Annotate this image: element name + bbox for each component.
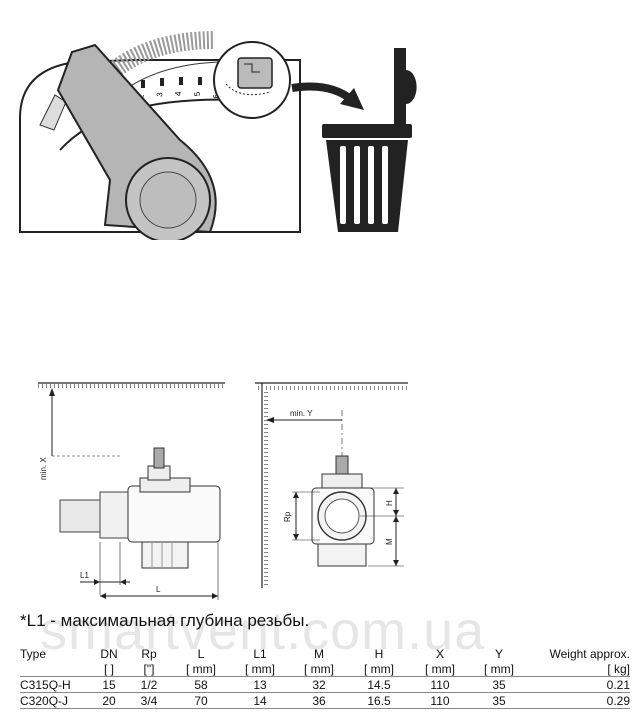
column-header: L1 bbox=[253, 646, 267, 661]
cell-h: 14.5 bbox=[348, 676, 410, 693]
thread-depth-note: *L1 - максимальная глубина резьбы. bbox=[20, 611, 310, 630]
cell-h: 16.5 bbox=[348, 692, 410, 709]
table-units-row: [ ] ["] [ mm] [ mm] [ mm] [ mm] [ mm] [ … bbox=[20, 661, 630, 677]
column-header: Weight approx. bbox=[549, 646, 631, 661]
cell-m: 36 bbox=[290, 692, 348, 709]
cell-weight: 0.21 bbox=[528, 676, 630, 693]
cell-x: 110 bbox=[410, 692, 470, 709]
dimensions-table: Type DN Rp L L1 M H X Y Weight approx. [… bbox=[20, 646, 630, 709]
trash-bin-icon bbox=[322, 48, 417, 232]
unit-cell: [ mm] bbox=[484, 661, 514, 676]
cell-y: 35 bbox=[470, 692, 528, 709]
cell-x: 110 bbox=[410, 676, 470, 693]
valve-body bbox=[127, 485, 221, 543]
table-row: C320Q-J 20 3/4 70 14 36 16.5 110 35 0.29 bbox=[20, 692, 630, 709]
cell-type: C320Q-J bbox=[20, 692, 92, 709]
installation-drawings: min. X L1 L min. Y bbox=[38, 382, 408, 600]
scale-digit: 4 bbox=[174, 91, 183, 96]
scale-digit: 6 bbox=[211, 93, 221, 99]
disposal-illustration: 1 2 3 4 5 6 bbox=[19, 31, 417, 240]
stem bbox=[153, 447, 165, 469]
side-view: min. X L1 L bbox=[38, 382, 225, 600]
cell-l1: 13 bbox=[230, 676, 290, 693]
unit-cell: ["] bbox=[143, 661, 155, 676]
unit-cell: [ mm] bbox=[186, 661, 216, 676]
column-header: H bbox=[374, 646, 384, 661]
front-view: min. Y Rp H M bbox=[255, 382, 408, 588]
dim-min-y: min. Y bbox=[290, 409, 313, 418]
cell-m: 32 bbox=[290, 676, 348, 693]
cell-weight: 0.29 bbox=[528, 692, 630, 709]
table-header-row: Type DN Rp L L1 M H X Y Weight approx. bbox=[20, 646, 630, 661]
column-header: Rp bbox=[141, 646, 157, 661]
cell-l: 58 bbox=[172, 676, 230, 693]
column-header: DN bbox=[100, 646, 118, 661]
cell-l1: 14 bbox=[230, 692, 290, 709]
cell-rp: 1/2 bbox=[126, 676, 172, 693]
unit-cell: [ ] bbox=[103, 661, 114, 676]
column-header: Y bbox=[494, 646, 503, 661]
cell-type: C315Q-H bbox=[20, 676, 92, 693]
cell-l: 70 bbox=[172, 692, 230, 709]
column-header: L bbox=[197, 646, 205, 661]
dim-h: H bbox=[385, 500, 394, 506]
cell-rp: 3/4 bbox=[126, 692, 172, 709]
cell-dn: 15 bbox=[92, 676, 126, 693]
cell-dn: 20 bbox=[92, 692, 126, 709]
scale-digit: 3 bbox=[155, 91, 164, 97]
dim-min-x: min. X bbox=[39, 457, 48, 480]
label-tab bbox=[225, 57, 273, 96]
unit-cell: [ mm] bbox=[304, 661, 334, 676]
dim-l: L bbox=[156, 585, 161, 594]
dim-l1: L1 bbox=[80, 571, 89, 580]
dial-scale bbox=[72, 31, 216, 115]
dim-rp: Rp bbox=[283, 511, 292, 522]
unit-cell: [ mm] bbox=[245, 661, 275, 676]
scale-digit: 5 bbox=[193, 91, 202, 97]
table-row: C315Q-H 15 1/2 58 13 32 14.5 110 35 0.21 bbox=[20, 676, 630, 693]
unit-cell: [ mm] bbox=[425, 661, 455, 676]
column-header: X bbox=[435, 646, 444, 661]
cell-y: 35 bbox=[470, 676, 528, 693]
unit-cell bbox=[20, 661, 92, 677]
column-header: M bbox=[314, 646, 324, 661]
unit-cell: [ mm] bbox=[364, 661, 394, 676]
dim-m: M bbox=[385, 538, 394, 545]
unit-cell: [ kg] bbox=[607, 661, 630, 676]
column-header: Type bbox=[20, 646, 47, 661]
